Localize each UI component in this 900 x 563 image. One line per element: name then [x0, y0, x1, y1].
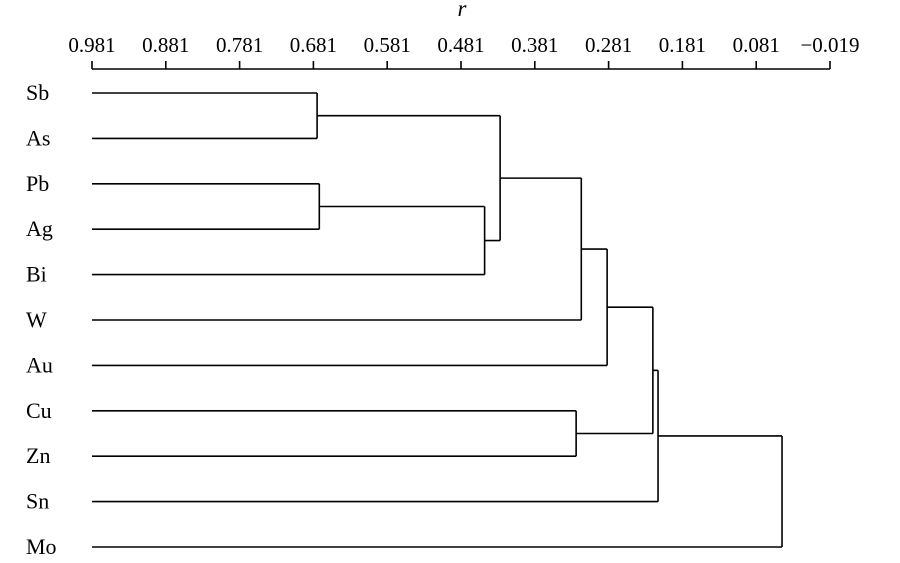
x-tick-label: 0.281 [585, 33, 632, 57]
leaf-label: Ag [26, 216, 53, 241]
leaf-label: Bi [26, 262, 47, 287]
x-tick-label: 0.381 [511, 33, 558, 57]
leaf-label: Cu [26, 398, 52, 423]
x-tick-label: 0.881 [142, 33, 189, 57]
x-tick-label: −0.019 [800, 33, 859, 57]
leaf-label: As [26, 125, 50, 150]
x-tick-label: 0.081 [733, 33, 780, 57]
leaf-label: W [26, 307, 47, 332]
x-tick-label: 0.581 [364, 33, 411, 57]
x-tick-label: 0.181 [659, 33, 706, 57]
x-tick-label: 0.981 [68, 33, 115, 57]
leaf-label: Zn [26, 443, 50, 468]
x-tick-label: 0.781 [216, 33, 263, 57]
leaf-label: Sb [26, 80, 49, 105]
x-axis: 0.981 0.881 0.781 0.681 0.581 0.481 0.381 0.281… [68, 33, 860, 70]
leaf-label: Sn [26, 489, 49, 514]
dendrogram-links [92, 92, 783, 548]
leaf-label: Au [26, 352, 53, 377]
axis-title: r [458, 0, 468, 21]
leaf-label: Mo [26, 534, 57, 559]
x-tick-label: 0.481 [437, 33, 484, 57]
x-tick-label: 0.681 [290, 33, 337, 57]
leaf-label: Pb [26, 171, 49, 196]
